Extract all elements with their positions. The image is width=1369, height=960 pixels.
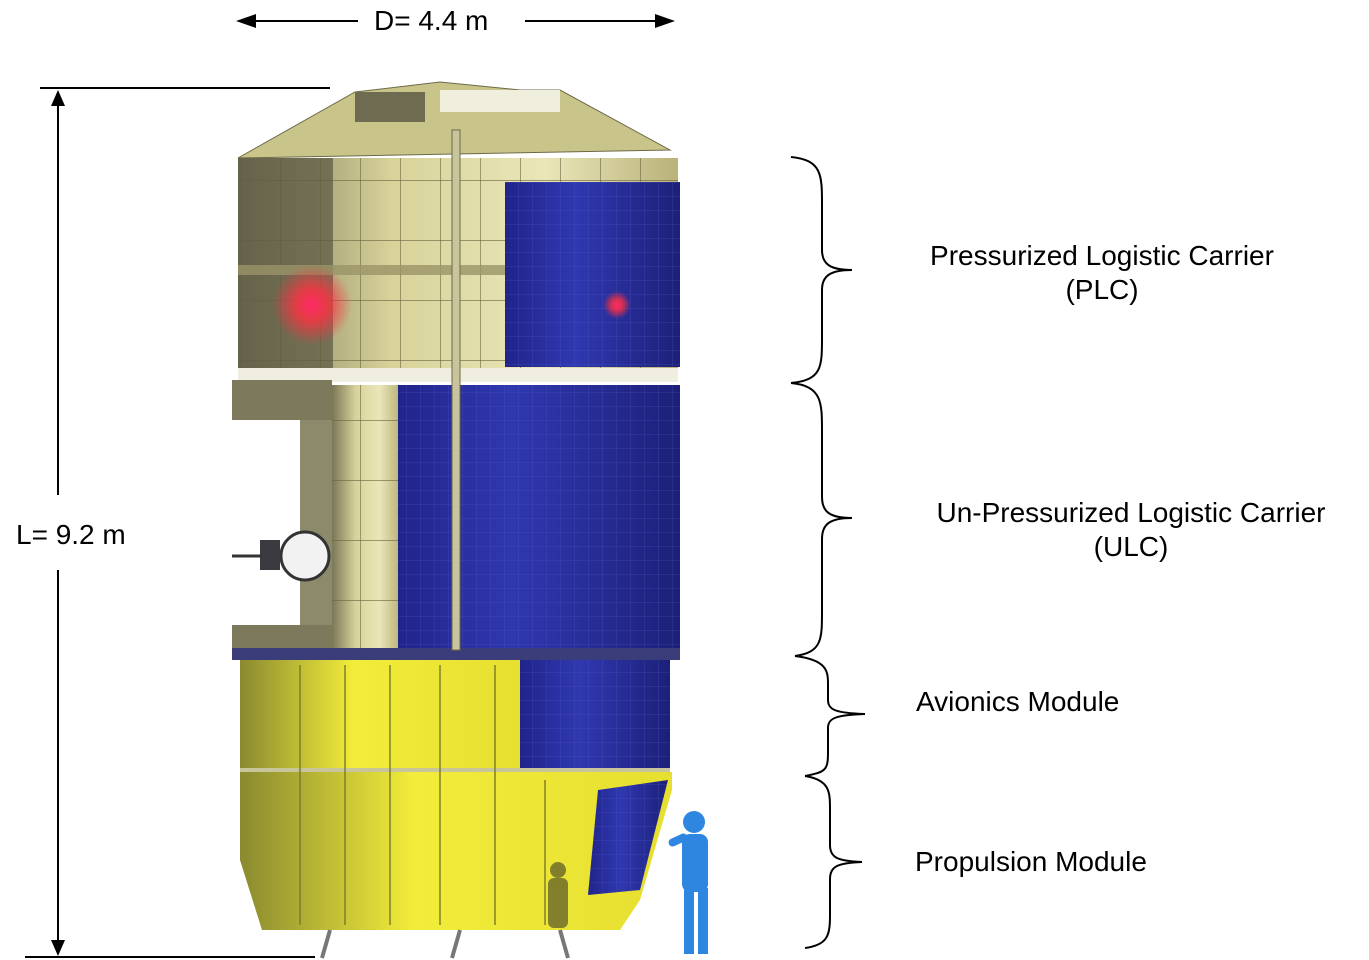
section-label-plc: Pressurized Logistic Carrier (PLC): [897, 239, 1307, 307]
section-label-propulsion: Propulsion Module: [915, 846, 1147, 877]
section-name: Un-Pressurized Logistic Carrier: [936, 497, 1326, 528]
section-braces: [790, 156, 866, 949]
brace-ulc: [790, 382, 853, 657]
section-label-ulc: Un-Pressurized Logistic Carrier (ULC): [904, 496, 1358, 564]
length-label: L= 9.2 m: [16, 518, 126, 552]
length-arrow: [25, 87, 330, 958]
human-figure-shadow-icon: [548, 862, 568, 928]
diameter-arrow: [236, 14, 675, 28]
section-abbr: (PLC): [1065, 274, 1139, 305]
section-name: Pressurized Logistic Carrier: [930, 240, 1274, 271]
spacecraft-illustration: [232, 81, 680, 959]
diameter-label: D= 4.4 m: [374, 5, 489, 36]
brace-propulsion: [804, 775, 863, 949]
human-figure-icon: [668, 811, 708, 954]
section-abbr: (ULC): [1093, 531, 1169, 562]
brace-avionics: [794, 655, 866, 777]
brace-plc: [790, 156, 853, 384]
section-label-avionics: Avionics Module: [916, 686, 1120, 717]
